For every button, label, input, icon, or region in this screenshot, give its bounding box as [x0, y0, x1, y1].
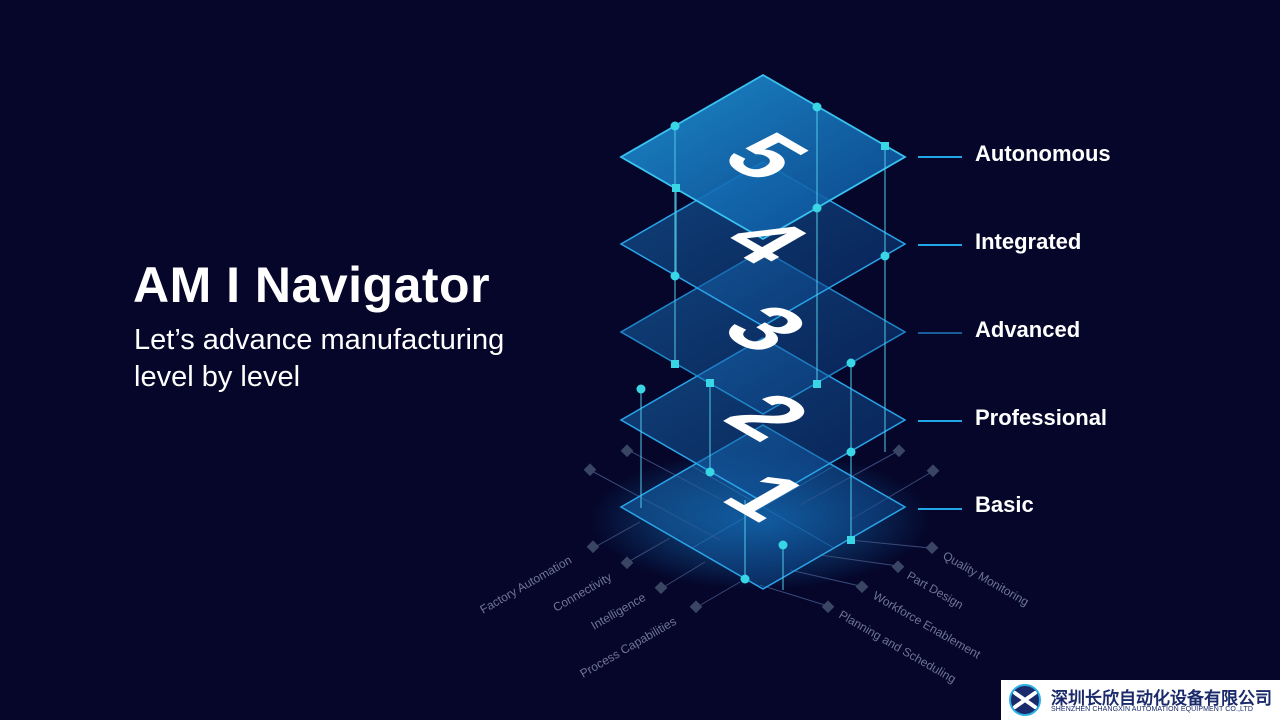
- layer-3-plate: [619, 249, 907, 415]
- level-2-connector-line: [918, 420, 962, 422]
- right-axis-markers: [821, 444, 940, 614]
- page-subtitle: Let’s advance manufacturing level by lev…: [134, 322, 554, 396]
- company-watermark: 深圳长欣自动化设备有限公司 SHENZHEN CHANGXIN AUTOMATI…: [1001, 680, 1280, 720]
- company-logo-icon: [1009, 684, 1041, 716]
- level-label-professional: Professional: [975, 405, 1108, 430]
- axis-label-planning-and-scheduling: Planning and Scheduling: [837, 607, 959, 686]
- page-title: AM I Navigator: [133, 257, 491, 313]
- axis-label-part-design: Part Design: [905, 568, 966, 611]
- level-label-integrated: Integrated: [975, 229, 1082, 254]
- level-3-connector-line: [918, 332, 962, 334]
- layer-2-plate: [619, 337, 907, 503]
- layer-5-plate: [619, 73, 907, 241]
- level-5-connector-line: [918, 156, 962, 158]
- axis-label-workforce-enablement: Workforce Enablement: [871, 588, 984, 661]
- level-4-connector-line: [918, 244, 962, 246]
- company-name-cn: 深圳长欣自动化设备有限公司: [1051, 689, 1272, 708]
- axis-label-connectivity: Connectivity: [551, 570, 615, 615]
- company-name-en: SHENZHEN CHANGXIN AUTOMATION EQUIPMENT C…: [1051, 706, 1254, 713]
- level-label-autonomous: Autonomous: [975, 141, 1111, 166]
- level-label-advanced: Advanced: [975, 317, 1081, 342]
- layer-4-plate: [619, 161, 907, 327]
- subtitle-line-2: level by level: [134, 361, 301, 393]
- layer-1-plate: [619, 424, 907, 590]
- axis-label-intelligence: Intelligence: [589, 590, 649, 633]
- level-label-basic: Basic: [975, 492, 1034, 517]
- level-1-connector-line: [918, 508, 962, 510]
- subtitle-line-1: Let’s advance manufacturing: [134, 324, 505, 356]
- connector-nodes: [636, 102, 890, 584]
